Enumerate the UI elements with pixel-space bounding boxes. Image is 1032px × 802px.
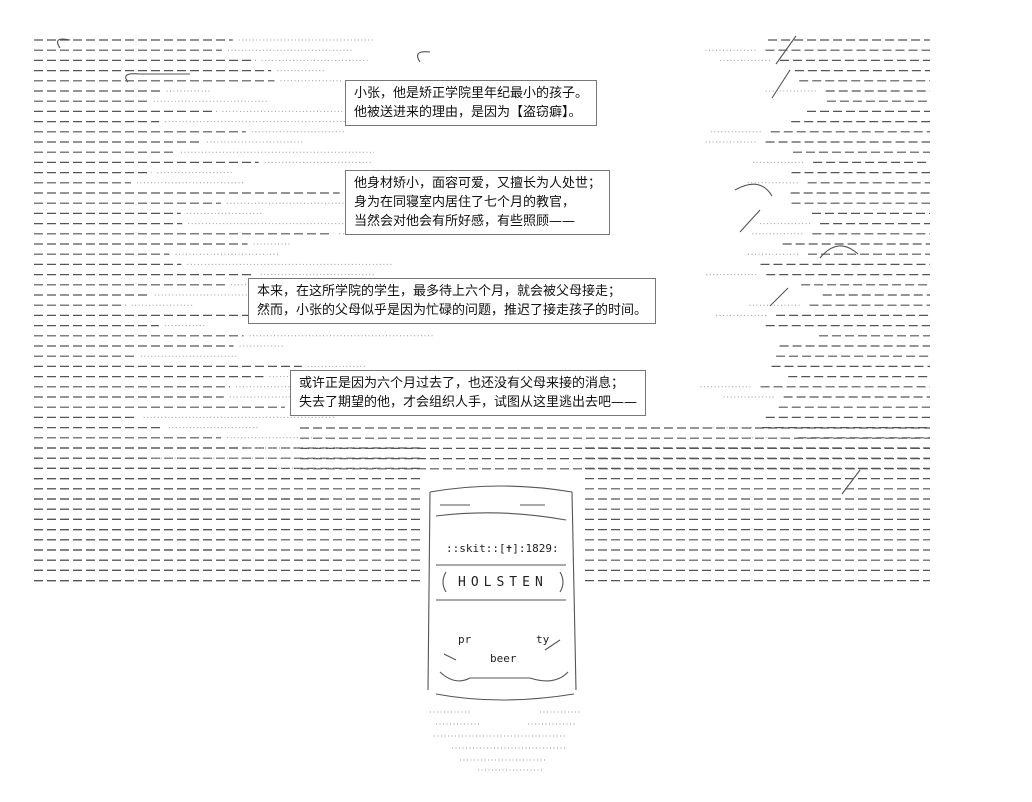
cup-emblem: ::skit::[✝]:1829:	[446, 542, 559, 555]
caption-3: 本来，在这所学院的学生，最多待上六个月，就会被父母接走； 然而，小张的父母似乎是…	[248, 278, 657, 324]
cloud-curve	[734, 183, 773, 197]
cloud-curve	[769, 287, 789, 307]
cloud-curve	[739, 209, 761, 233]
caption-line: 他被送进来的理由，是因为【盗窃癖】。	[354, 105, 582, 120]
cup-base-dots	[430, 711, 580, 771]
cup-brand-label: HOLSTEN	[458, 575, 548, 590]
caption-line: 当然会对他会有所好感，有些照顾——	[354, 214, 576, 229]
caption-line: 或许正是因为六个月过去了，也还没有父母来接的消息；	[299, 376, 625, 391]
caption-line: 身为在同寝室内居住了七个月的教官，	[354, 195, 576, 210]
cloud-curve	[775, 35, 797, 65]
caption-1: 小张，他是矫正学院里年纪最小的孩子。 他被送进来的理由，是因为【盗窃癖】。	[345, 80, 598, 126]
cloud-curve	[125, 73, 190, 83]
cloud-curve	[57, 38, 71, 49]
cup-ty-text: ty	[536, 633, 550, 646]
caption-line: 失去了期望的他，才会组织人手，试图从这里逃出去吧——	[299, 395, 638, 410]
caption-line: 小张，他是矫正学院里年纪最小的孩子。	[354, 86, 589, 101]
cloud-curve	[819, 245, 859, 259]
caption-4: 或许正是因为六个月过去了，也还没有父母来接的消息； 失去了期望的他，才会组织人手…	[290, 370, 647, 416]
cup-beer-text: beer	[490, 652, 517, 665]
cloud-curve	[417, 51, 431, 63]
cloud-curve	[841, 469, 861, 495]
caption-line: 本来，在这所学院的学生，最多待上六个月，就会被父母接走；	[257, 284, 622, 299]
caption-line: 然而，小张的父母似乎是因为忙碌的问题，推迟了接走孩子的时间。	[257, 303, 648, 318]
caption-2: 他身材矫小，面容可爱，又擅长为人处世； 身为在同寝室内居住了七个月的教官， 当然…	[345, 170, 611, 235]
dash-rows	[34, 39, 930, 582]
cloud-curve	[771, 69, 791, 99]
caption-line: 他身材矫小，面容可爱，又擅长为人处世；	[354, 176, 602, 191]
beer-cup-outline	[427, 485, 577, 701]
cup-pr-text: pr	[458, 633, 472, 646]
